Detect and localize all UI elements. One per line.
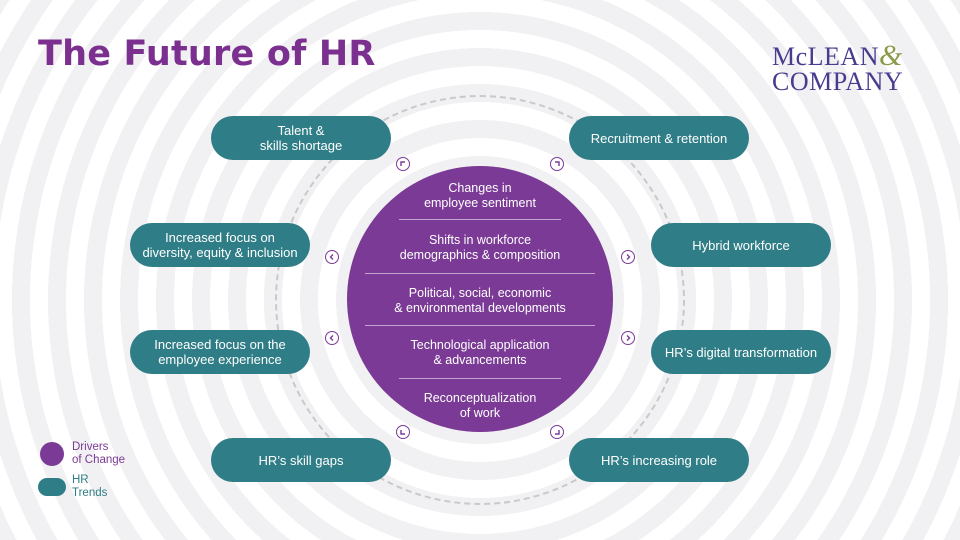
- driver-divider: [399, 378, 561, 379]
- driver-divider: [399, 219, 561, 220]
- arrow-down-left-icon: [396, 425, 410, 439]
- arrow-right-icon: [621, 250, 635, 264]
- trend-hr-increasing-role: HR’s increasing role: [569, 438, 749, 482]
- driver-divider: [365, 325, 595, 326]
- driver-divider: [365, 273, 595, 274]
- arrow-up-right-icon: [550, 157, 564, 171]
- driver-technological: Technological application& advancements: [410, 338, 550, 367]
- trend-talent-skills-shortage: Talent &skills shortage: [211, 116, 391, 160]
- page-title: The Future of HR: [38, 34, 376, 74]
- trend-hybrid-workforce: Hybrid workforce: [651, 223, 831, 267]
- arrow-left-icon: [325, 331, 339, 345]
- trend-hr-digital-transformation: HR’s digital transformation: [651, 330, 831, 374]
- driver-political-social-economic: Political, social, economic& environment…: [394, 286, 566, 315]
- legend-drivers-swatch: [40, 442, 64, 466]
- legend-trends-swatch: [38, 478, 66, 496]
- arrow-up-left-icon: [396, 157, 410, 171]
- arrow-down-right-icon: [550, 425, 564, 439]
- trend-recruitment-retention: Recruitment & retention: [569, 116, 749, 160]
- arrow-right-icon: [621, 331, 635, 345]
- mclean-company-logo: McLEAN& COMPANY: [772, 39, 904, 96]
- dashed-orbit-ring: [275, 95, 685, 505]
- arrow-left-icon: [325, 250, 339, 264]
- trend-hr-skill-gaps: HR’s skill gaps: [211, 438, 391, 482]
